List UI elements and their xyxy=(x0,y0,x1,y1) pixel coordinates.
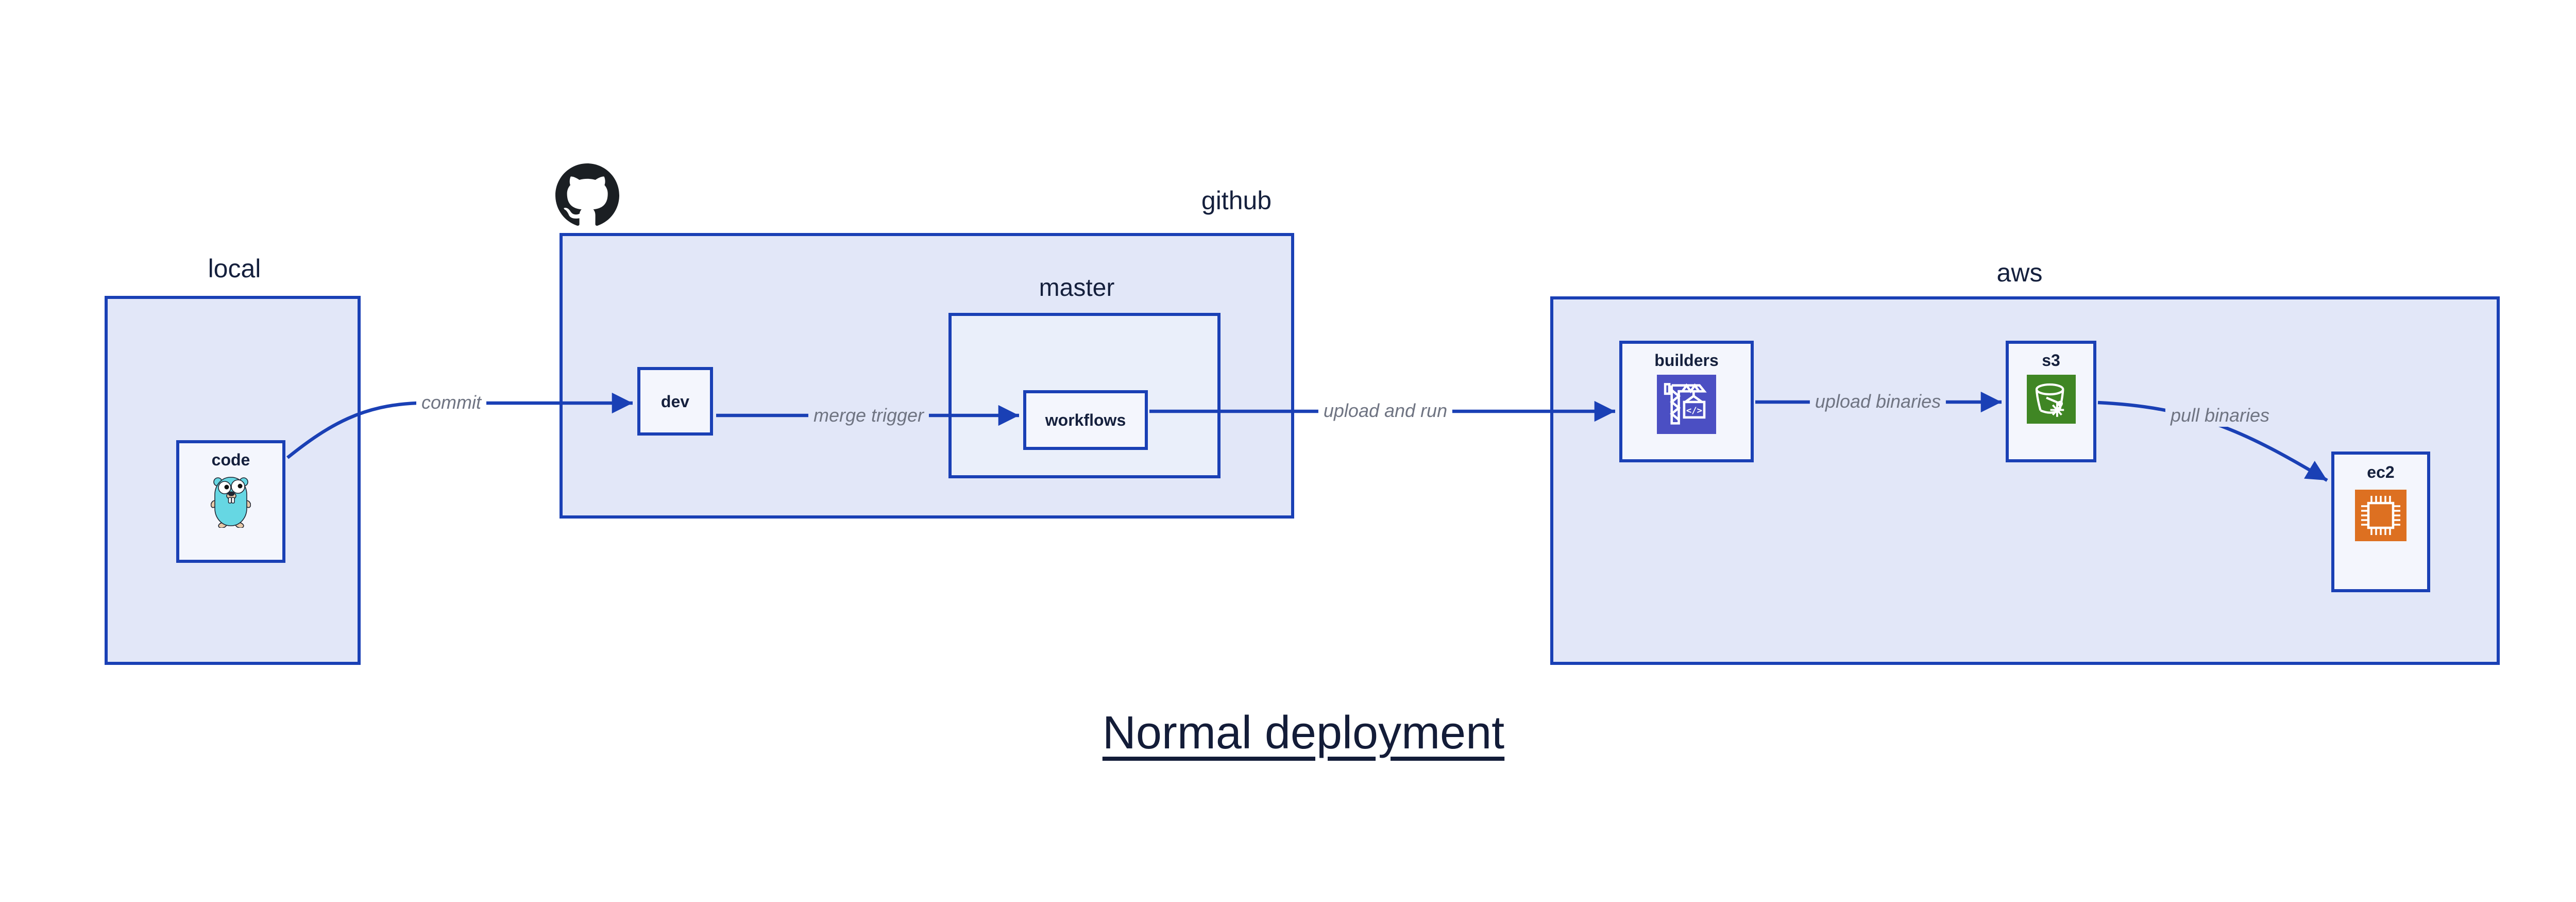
builders-node-label: builders xyxy=(1654,351,1719,370)
aws-ec2-chip-icon xyxy=(2355,490,2406,541)
code-node-label: code xyxy=(211,450,250,469)
dev-node-label: dev xyxy=(660,392,690,411)
ec2-node-label: ec2 xyxy=(2367,463,2395,481)
github-octocat-icon xyxy=(555,163,619,227)
edge-commit-label: commit xyxy=(416,391,486,414)
builders-node-box: builders </> xyxy=(1619,341,1754,462)
workflows-node-box: workflows xyxy=(1023,390,1148,450)
ec2-node-box: ec2 xyxy=(2331,452,2430,592)
edge-merge-trigger-label: merge trigger xyxy=(808,404,929,427)
local-group-label: local xyxy=(208,254,261,283)
diagram-title: Normal deployment xyxy=(1102,707,1505,759)
edge-upload-binaries-label: upload binaries xyxy=(1809,390,1946,413)
aws-s3-bucket-icon xyxy=(2026,375,2076,424)
github-group-label: github xyxy=(1201,186,1272,215)
aws-codebuild-icon: </> xyxy=(1657,375,1716,434)
s3-node-label: s3 xyxy=(2042,351,2060,370)
edge-upload-and-run-label: upload and run xyxy=(1318,399,1453,422)
code-node-box: code xyxy=(176,440,285,563)
aws-group-label: aws xyxy=(1996,258,2043,287)
s3-node-box: s3 xyxy=(2006,341,2096,462)
go-gopher-icon xyxy=(211,474,251,528)
codebuild-code-glyph: </> xyxy=(1686,406,1702,416)
dev-node-box: dev xyxy=(637,367,713,436)
master-group-label: master xyxy=(1039,274,1115,302)
edge-pull-binaries-label: pull binaries xyxy=(2165,404,2275,427)
workflows-node-label: workflows xyxy=(1045,411,1126,429)
